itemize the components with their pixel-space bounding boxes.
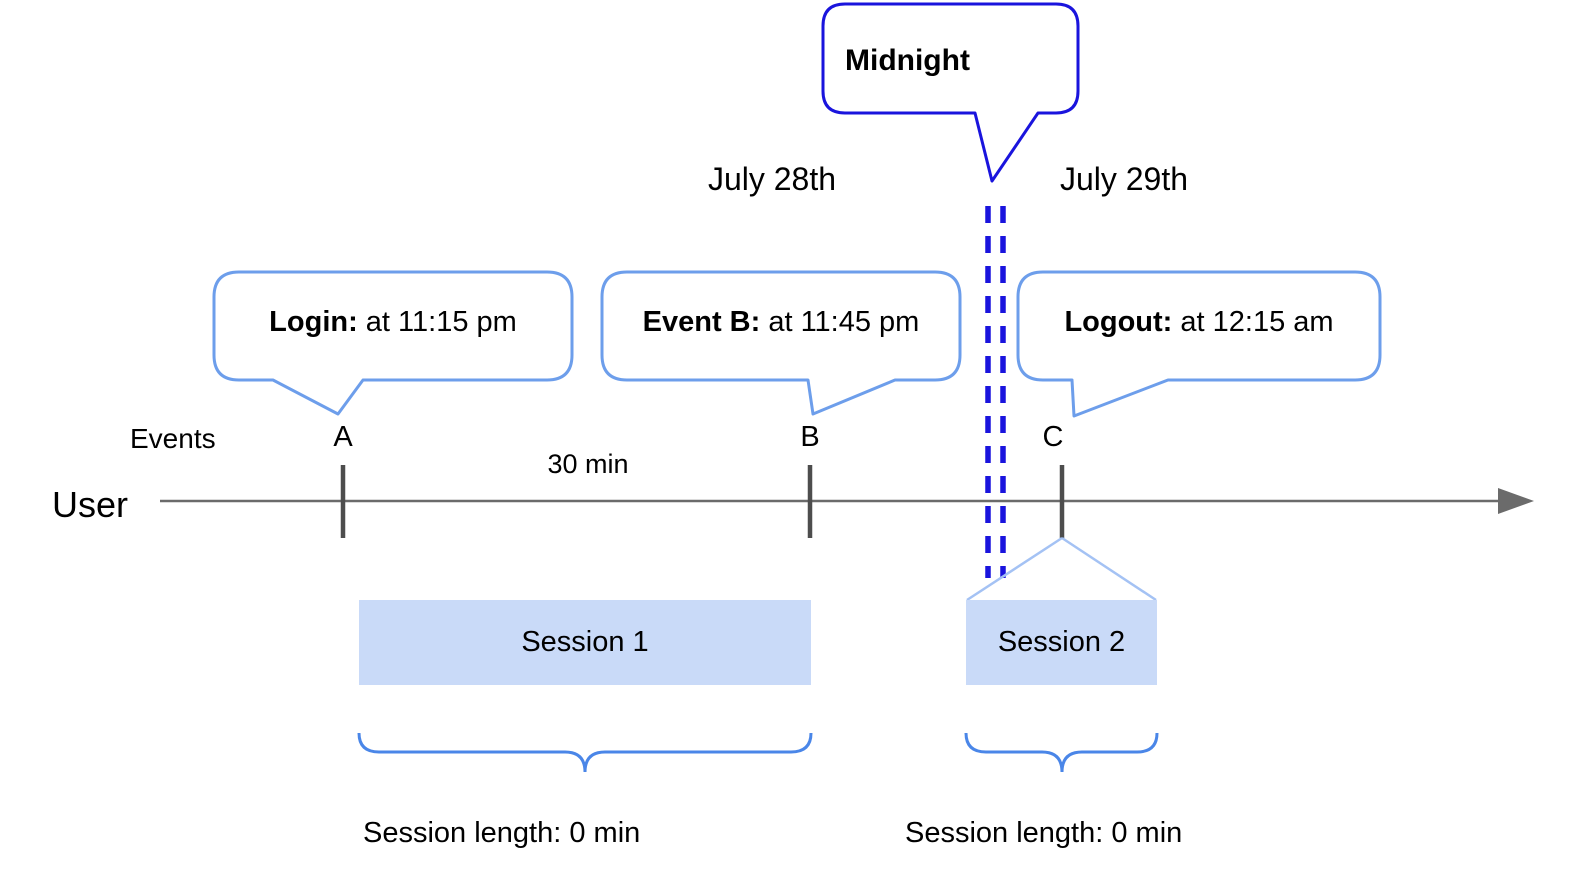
session-2-length-label: Session length: 0 min [905,817,1183,849]
event-b-callout-bubble [600,270,962,416]
login-callout-text: Login: at 11:15 pm [214,306,572,338]
session-1-label: Session 1 [521,626,649,658]
session-2-box [966,600,1157,685]
session-2-brace [964,732,1159,773]
midnight-callout-label: Midnight [845,44,970,77]
event-label-b: B [800,421,820,453]
midnight-callout-bubble [821,2,1080,183]
login-callout-title: Login: [269,306,358,338]
event-b-callout-title: Event B: [642,306,761,338]
event-b-callout-time: at 11:45 pm [760,306,920,338]
session-1-brace [357,732,813,773]
event-label-a: A [333,421,353,453]
date-label-july-28: July 28th [707,161,837,197]
user-lane-label: User [52,484,129,525]
login-callout-time: at 11:15 pm [357,306,517,338]
logout-callout-time: at 12:15 am [1172,306,1334,338]
logout-callout-bubble [1016,270,1382,418]
date-label-july-29: July 29th [1059,161,1189,197]
session-2-projection-right [1061,536,1157,602]
events-axis-label: Events [130,423,216,454]
timeline-arrowhead-icon [1498,488,1534,514]
logout-callout-text: Logout: at 12:15 am [1018,306,1380,338]
session-2-projection-left [966,536,1063,602]
login-callout-bubble [212,270,574,416]
session-2-label: Session 2 [997,626,1126,658]
event-label-c: C [1042,421,1064,453]
session-1-length-label: Session length: 0 min [363,817,641,849]
logout-callout-title: Logout: [1064,306,1173,338]
event-b-callout-text: Event B: at 11:45 pm [602,306,960,338]
interval-label: 30 min [547,449,629,479]
session-1-box [359,600,811,685]
